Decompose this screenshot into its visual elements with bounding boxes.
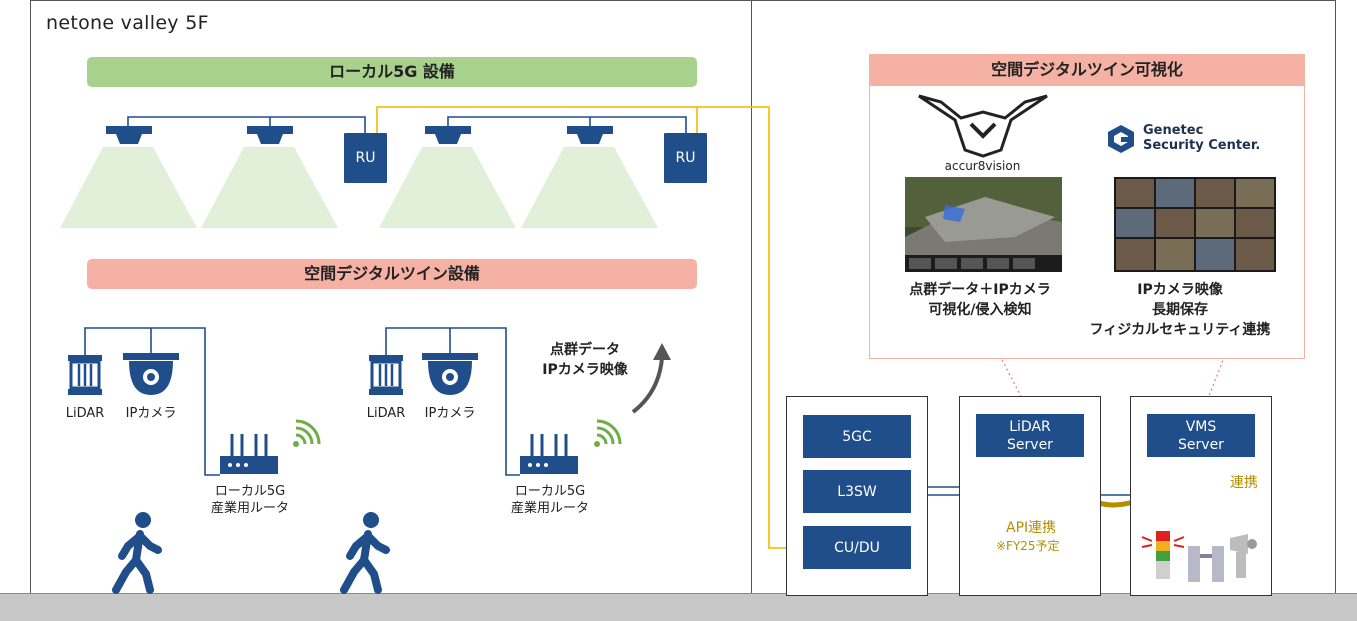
lidar-label: LiDAR [65, 406, 105, 421]
local5g-band: ローカル5G 設備 [87, 57, 697, 87]
ip-camera-icon [123, 353, 179, 395]
accur8vision-screenshot [905, 177, 1062, 272]
ip-camera-icon [422, 353, 478, 395]
api-link-note: ※FY25予定 [996, 539, 1060, 553]
lidar-label: LiDAR [366, 406, 406, 421]
visualization-title: 空間デジタルツイン可視化 [869, 54, 1305, 86]
signal-tower-icon [1141, 531, 1185, 579]
ip-camera-label: IPカメラ [424, 406, 476, 421]
router-label: ローカル5G 産業用ルータ [510, 484, 589, 516]
site-title: netone valley 5F [46, 12, 209, 34]
router-label: ローカル5G 産業用ルータ [210, 484, 289, 516]
lidar-icon [68, 355, 102, 395]
antenna-icon [567, 126, 613, 144]
wireless-signal-icon [293, 419, 321, 447]
ru-box: RU [344, 133, 387, 183]
genetec-description: IPカメラ映像 長期保存 フィジカルセキュリティ連携 [1089, 282, 1271, 338]
ru1-feed-line [127, 116, 366, 133]
lidar-icon [369, 355, 403, 395]
antenna-icon [247, 126, 293, 144]
uplink-arrow [631, 357, 664, 414]
coverage-beam-1 [60, 147, 197, 228]
coverage-beam-2 [201, 147, 338, 228]
ip-camera-label: IPカメラ [125, 406, 177, 421]
api-link-label: API連携 [1006, 520, 1057, 536]
genetec-logo-text: Genetec Security Center. [1143, 123, 1261, 153]
gate-icon [1188, 546, 1224, 582]
l3sw-node: L3SW [803, 470, 911, 513]
antenna-icon [425, 126, 471, 144]
twin-equipment-band: 空間デジタルツイン設備 [87, 259, 697, 289]
genetec-screenshot [1114, 177, 1276, 272]
router-icon [520, 434, 578, 474]
wireless-signal-icon [594, 419, 622, 447]
fivegc-node: 5GC [803, 415, 911, 458]
person-walking-icon [112, 512, 162, 594]
accur8vision-logo-text: accur8vision [944, 159, 1021, 173]
coverage-beam-4 [521, 147, 658, 228]
cudu-node: CU/DU [803, 526, 911, 569]
genetec-logo-icon [1108, 125, 1134, 153]
router-icon [220, 434, 278, 474]
speaker-icon [1230, 534, 1257, 578]
link-label: 連携 [1230, 475, 1258, 491]
coverage-beam-3 [379, 147, 516, 228]
floor-area-frame [30, 0, 752, 600]
antenna-icon [106, 126, 152, 144]
fiber-line [376, 106, 698, 133]
floor-base [0, 593, 1357, 621]
accur8vision-description: 点群データ＋IPカメラ 可視化/侵入検知 [909, 282, 1051, 318]
uplink-label: 点群データ IPカメラ映像 [542, 342, 628, 378]
accur8vision-owl-logo [918, 94, 1048, 158]
person-walking-icon [340, 512, 390, 594]
ru-box: RU [664, 133, 707, 183]
ru2-feed-line [447, 116, 687, 133]
